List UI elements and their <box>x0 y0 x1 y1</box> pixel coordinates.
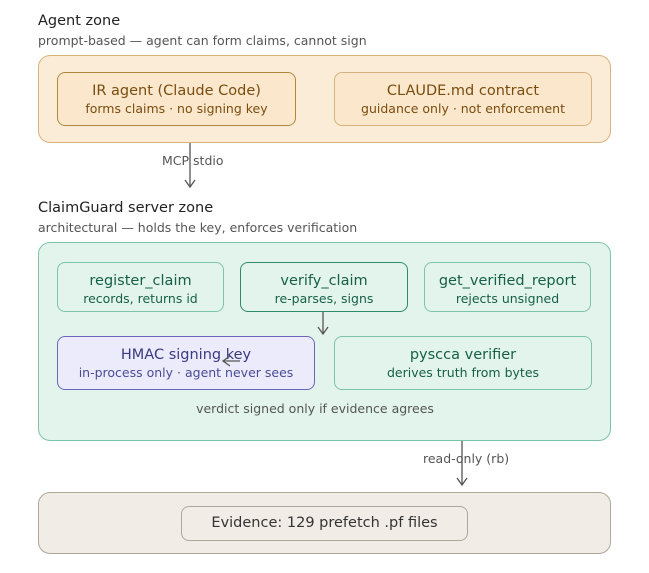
claude-md-contract-box: CLAUDE.md contract guidance only · not e… <box>334 72 592 126</box>
ir-agent-subtitle: forms claims · no signing key <box>85 101 268 116</box>
register-claim-box: register_claim records, returns id <box>57 262 224 312</box>
pyscca-title: pyscca verifier <box>409 347 517 363</box>
hmac-signing-key-box: HMAC signing key in-process only · agent… <box>57 336 315 390</box>
mcp-stdio-label: MCP stdio <box>162 153 224 168</box>
register-claim-title: register_claim <box>89 273 192 289</box>
read-only-label: read-only (rb) <box>423 451 510 466</box>
server-zone-subtitle: architectural — holds the key, enforces … <box>38 220 358 235</box>
server-zone-title: ClaimGuard server zone <box>38 200 214 216</box>
get-verified-report-subtitle: rejects unsigned <box>455 291 560 306</box>
evidence-box: Evidence: 129 prefetch .pf files <box>181 506 468 541</box>
verify-claim-title: verify_claim <box>280 273 368 289</box>
hmac-title: HMAC signing key <box>120 347 252 363</box>
read-only-arrow <box>456 441 468 487</box>
hmac-subtitle: in-process only · agent never sees <box>78 365 294 380</box>
get-verified-report-box: get_verified_report rejects unsigned <box>424 262 591 312</box>
agent-zone-subtitle: prompt-based — agent can form claims, ca… <box>38 33 367 48</box>
ir-agent-box: IR agent (Claude Code) forms claims · no… <box>57 72 296 126</box>
contract-title: CLAUDE.md contract <box>386 83 540 99</box>
key-access-arrow <box>221 355 240 367</box>
get-verified-report-title: get_verified_report <box>438 273 577 289</box>
verify-claim-subtitle: re-parses, signs <box>274 291 374 306</box>
mcp-arrow <box>184 143 196 189</box>
register-claim-subtitle: records, returns id <box>83 291 198 306</box>
verify-claim-box: verify_claim re-parses, signs <box>240 262 408 312</box>
verify-to-keys-arrow <box>317 312 329 336</box>
contract-subtitle: guidance only · not enforcement <box>361 101 565 116</box>
agent-zone-title: Agent zone <box>38 13 121 29</box>
ir-agent-title: IR agent (Claude Code) <box>92 83 261 99</box>
pyscca-subtitle: derives truth from bytes <box>386 365 540 380</box>
verdict-note: verdict signed only if evidence agrees <box>196 401 434 416</box>
pyscca-verifier-box: pyscca verifier derives truth from bytes <box>334 336 592 390</box>
evidence-title: Evidence: 129 prefetch .pf files <box>211 515 438 531</box>
